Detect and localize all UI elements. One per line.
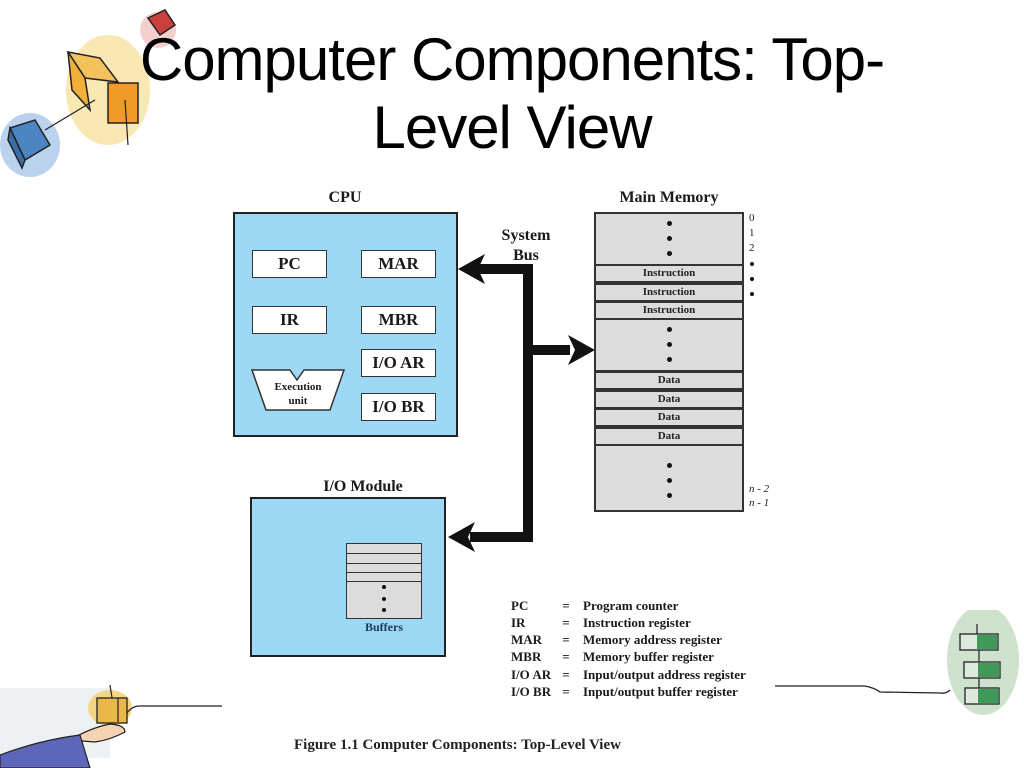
system-bus-label-line1: System [501,227,551,244]
buffer-row [347,572,421,573]
system-bus-label-line2: Bus [513,247,539,264]
bus-arrow-to-io [448,522,475,552]
address-dot [750,292,754,296]
legend-equals: = [562,632,570,647]
buffer-row [347,553,421,554]
legend-abbr: I/O BR [511,684,552,699]
slide-title-line2: Level View [372,94,652,161]
register-io-br: I/O BR [361,393,436,421]
legend-equals: = [562,615,570,630]
legend-meaning: Memory buffer register [583,649,714,664]
register-mar: MAR [361,250,436,278]
memory-dot [667,478,672,483]
slide-title: Computer Components: Top- Level View [0,26,1024,162]
buffers-block [346,543,422,619]
memory-cell-data: Data [594,408,744,427]
memory-dot [667,342,672,347]
memory-address-n-2: n - 2 [749,483,770,495]
legend-equals: = [562,667,570,682]
memory-dot [667,357,672,362]
memory-dot [667,221,672,226]
memory-cell-data: Data [594,371,744,390]
register-mbr: MBR [361,306,436,334]
execution-unit-label: Execution unit [262,380,334,408]
buffer-row [347,581,421,582]
memory-dot [667,493,672,498]
memory-dot [667,236,672,241]
stacked-boxes-clipart-icon [775,610,1019,715]
memory-dot [667,463,672,468]
bus-memory-branch [528,345,570,355]
legend-meaning: Instruction register [583,615,691,630]
bus-io-branch [470,532,533,542]
buffers-label: Buffers [365,620,403,634]
legend-equals: = [562,649,570,664]
memory-address-2: 2 [749,242,755,254]
figure-caption: Figure 1.1 Computer Components: Top-Leve… [294,737,621,753]
legend-abbr: MBR [511,649,542,664]
legend-abbr: IR [511,615,526,630]
execution-unit-line2: unit [288,395,308,407]
legend-equals: = [562,598,570,613]
hand-holding-box-clipart-icon [0,684,222,768]
memory-address-0: 0 [749,212,755,224]
legend-abbr: I/O AR [511,667,552,682]
memory-dot [667,251,672,256]
memory-address-n-1: n - 1 [749,497,770,509]
register-pc: PC [252,250,327,278]
register-io-ar: I/O AR [361,349,436,377]
memory-dot [667,327,672,332]
buffer-row [347,563,421,564]
main-memory-label: Main Memory [619,189,719,206]
memory-cell-instruction: Instruction [594,301,744,320]
cpu-label: CPU [328,189,362,206]
memory-cell-instruction: Instruction [594,283,744,302]
legend-meaning: Input/output address register [583,667,746,682]
legend-equals: = [562,684,570,699]
execution-unit-shape [250,369,346,411]
legend-abbr: PC [511,598,529,613]
bus-arrow-to-cpu [458,254,485,284]
cubes-clipart-icon [0,9,177,177]
address-dot [750,262,754,266]
buffer-dot [382,597,386,601]
buffer-dot [382,585,386,589]
memory-cell-data: Data [594,390,744,409]
memory-address-1: 1 [749,227,755,239]
legend-meaning: Memory address register [583,632,722,647]
legend-meaning: Program counter [583,598,679,613]
bus-arrow-to-memory [568,335,595,365]
bus-vertical-line [523,264,533,542]
buffer-dot [382,608,386,612]
execution-unit-line1: Execution [274,381,322,393]
register-ir: IR [252,306,327,334]
legend-meaning: Input/output buffer register [583,684,738,699]
bus-cpu-branch [470,264,533,274]
memory-cell-instruction: Instruction [594,264,744,283]
legend-abbr: MAR [511,632,543,647]
slide-title-line1: Computer Components: Top- [139,26,885,93]
address-dot [750,277,754,281]
system-bus [448,254,595,552]
io-module-label: I/O Module [323,478,403,495]
system-bus-label: System Bus [490,226,562,266]
